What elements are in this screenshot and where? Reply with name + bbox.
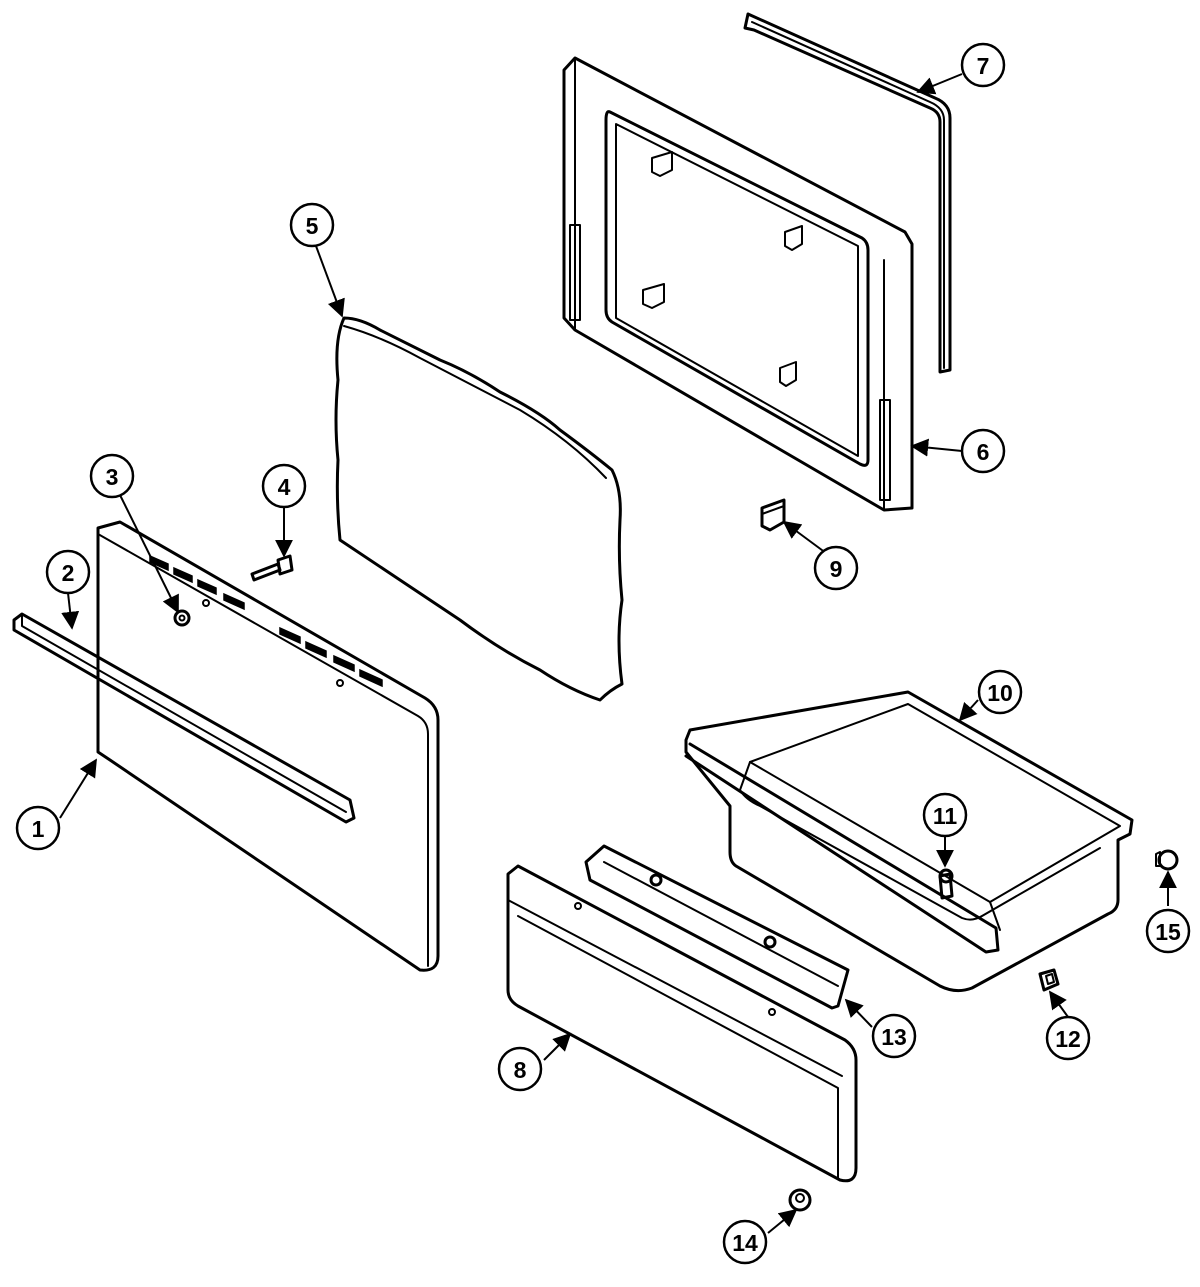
callout-2-label: 2 [62, 560, 75, 586]
drawer-pan-drawing [684, 690, 1134, 993]
callout-5-label: 5 [306, 213, 319, 239]
callout-13: 13 [871, 1013, 917, 1059]
callout-6: 6 [960, 428, 1006, 474]
bumper-drawing [788, 1188, 812, 1212]
outer-door-panel-drawing [96, 520, 440, 972]
bracket-drawing [584, 844, 850, 1010]
gasket-frame-drawing [743, 12, 952, 374]
inner-door-frame-drawing [562, 56, 914, 512]
callout-1-label: 1 [32, 816, 45, 842]
nut-drawing [173, 609, 191, 627]
pan-screw-drawing [938, 868, 954, 900]
leader-lines [59, 73, 1177, 1234]
callout-7-label: 7 [977, 53, 990, 79]
callout-12: 12 [1045, 1015, 1091, 1061]
callout-1: 1 [15, 805, 61, 851]
callout-10-label: 10 [987, 680, 1013, 706]
callout-9: 9 [813, 545, 859, 591]
callout-11: 11 [922, 792, 968, 838]
callout-8: 8 [497, 1046, 543, 1092]
clip-drawing [760, 498, 786, 532]
callout-3: 3 [89, 453, 135, 499]
callout-14-label: 14 [732, 1230, 758, 1256]
callout-2: 2 [45, 549, 91, 595]
handle-drawing [12, 612, 356, 824]
screw-drawing [250, 554, 294, 582]
callout-7: 7 [960, 42, 1006, 88]
callout-15-label: 15 [1155, 919, 1181, 945]
callout-15: 15 [1145, 908, 1191, 954]
callout-4-label: 4 [278, 474, 291, 500]
callout-14: 14 [722, 1219, 768, 1265]
glide-drawing [1155, 849, 1179, 871]
callout-12-label: 12 [1055, 1026, 1081, 1052]
insulation-panel-drawing [334, 316, 624, 702]
drawer-clip-drawing [1038, 968, 1060, 992]
callout-11-label: 11 [933, 803, 958, 829]
callout-3-label: 3 [106, 464, 119, 490]
callout-13-label: 13 [881, 1024, 907, 1050]
callout-10: 10 [977, 669, 1023, 715]
callout-5: 5 [289, 202, 335, 248]
callout-8-label: 8 [514, 1057, 527, 1083]
callout-9-label: 9 [830, 556, 843, 582]
callout-4: 4 [261, 463, 307, 509]
drawer-front-drawing [506, 864, 858, 1183]
callout-6-label: 6 [977, 439, 990, 465]
